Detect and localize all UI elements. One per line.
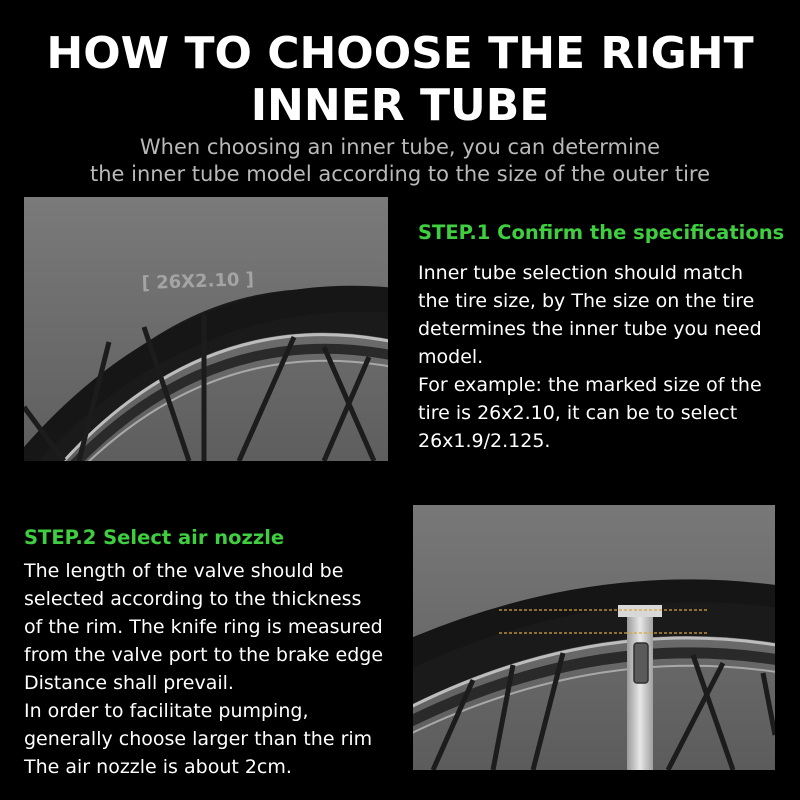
step2-line: generally choose larger than the rim <box>24 728 373 750</box>
title-line-1: HOW TO CHOOSE THE RIGHT <box>46 28 754 79</box>
valve-nut <box>618 605 662 617</box>
step1-line: the tire size, by The size on the tire <box>418 290 755 312</box>
tire-band <box>413 596 775 704</box>
valve-stem <box>627 605 653 770</box>
wheel-spokes <box>430 652 775 770</box>
rim-edge <box>413 636 775 708</box>
step1-heading: STEP.1 Confirm the specifications <box>418 221 785 244</box>
step2-line: from the valve port to the brake edge <box>24 644 384 666</box>
page-subtitle: When choosing an inner tube, you can det… <box>0 134 800 188</box>
subtitle-line-2: the inner tube model according to the si… <box>89 162 711 186</box>
step2-line: selected according to the thickness <box>24 588 362 610</box>
step2-line: of the rim. The knife ring is measured <box>24 616 383 638</box>
step1-line: determines the inner tube you need <box>418 318 762 340</box>
step1-line: 26x1.9/2.125. <box>418 430 551 452</box>
page-title: HOW TO CHOOSE THE RIGHT INNER TUBE <box>0 28 800 132</box>
tire-band <box>27 288 388 461</box>
step1-description: Inner tube selection should match the ti… <box>418 259 798 455</box>
valve-measurement-image <box>413 505 775 770</box>
step2-description: The length of the valve should be select… <box>24 557 416 781</box>
rim-edge <box>61 333 388 461</box>
step2-line: The length of the valve should be <box>24 560 344 582</box>
step1-line: model. <box>418 346 484 368</box>
title-line-2: INNER TUBE <box>250 80 550 131</box>
tire-size-marking: [ 26X2.10 ] <box>141 269 254 294</box>
rim-body <box>413 647 775 727</box>
step2-line: In order to facilitate pumping, <box>24 700 309 722</box>
step1-line: Inner tube selection should match <box>418 262 744 284</box>
valve-measurement-illustration <box>413 505 775 770</box>
tire-closeup-image: [ 26X2.10 ] <box>24 197 388 461</box>
subtitle-line-1: When choosing an inner tube, you can det… <box>139 135 661 159</box>
valve-core-window <box>633 642 649 684</box>
tire-tread <box>413 579 775 668</box>
step2-line: The air nozzle is about 2cm. <box>24 756 292 778</box>
step2-heading: STEP.2 Select air nozzle <box>24 526 285 549</box>
step1-line: tire is 26x2.10, it can be to select <box>418 402 738 424</box>
rim-inner-edge <box>87 359 388 461</box>
step2-line: Distance shall prevail. <box>24 672 234 694</box>
rim-body <box>70 343 388 461</box>
step1-line: For example: the marked size of the <box>418 374 762 396</box>
wheel-spokes <box>24 315 377 461</box>
rim-inner-edge <box>413 664 775 734</box>
tire-closeup-illustration: [ 26X2.10 ] <box>24 197 388 461</box>
